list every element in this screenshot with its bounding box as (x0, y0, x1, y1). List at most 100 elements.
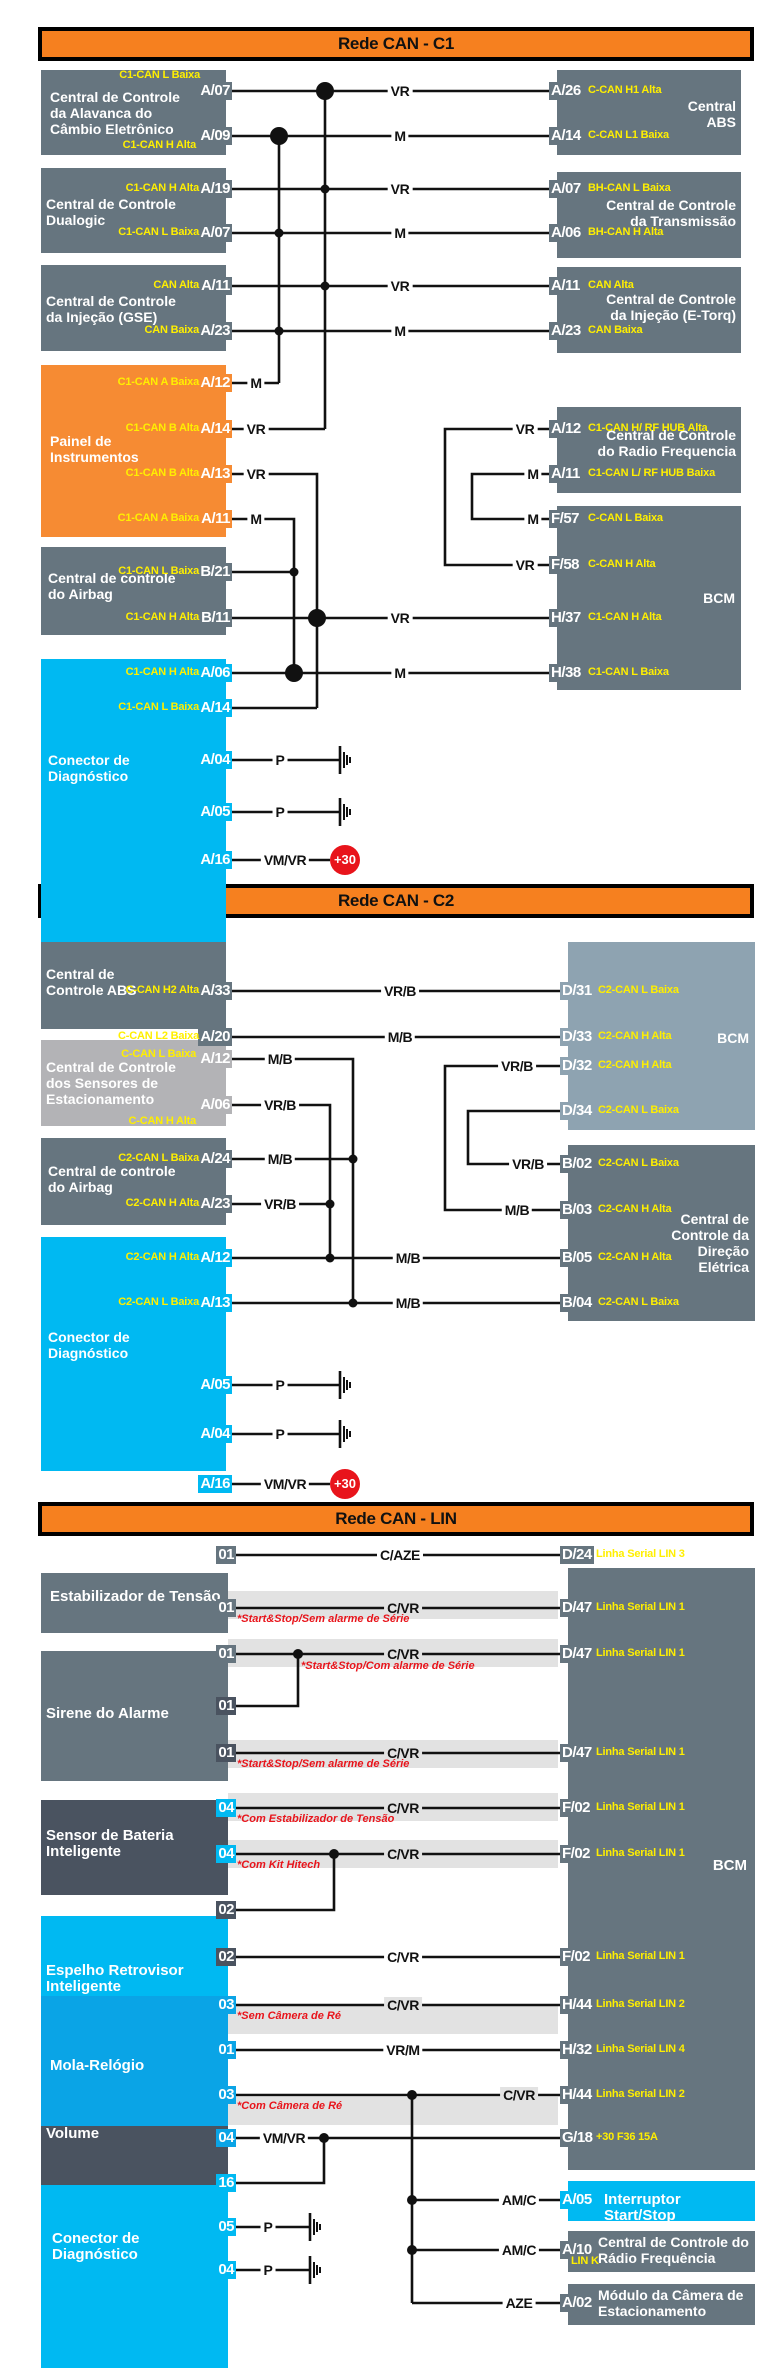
pin-label[interactable]: A/04 (198, 751, 232, 769)
pin-label[interactable]: D/47 (560, 1599, 594, 1617)
module-conector-diagnostico-c2[interactable]: Conector de Diagnóstico (41, 1237, 226, 1471)
pin-label[interactable]: A/07 (198, 224, 232, 242)
module-interruptor-start-stop[interactable]: Interruptor Start/Stop (568, 2181, 755, 2224)
module-abs-c1[interactable]: Central ABS (557, 70, 741, 155)
pin-label[interactable]: G/18 (560, 2129, 595, 2147)
pin-label[interactable]: B/03 (560, 1201, 594, 1219)
module-sensor-bateria[interactable]: Sensor de Bateria Inteligente (41, 1800, 228, 1895)
pin-label[interactable]: B/02 (560, 1155, 594, 1173)
module-bcm-c1[interactable]: BCM (557, 506, 741, 690)
pin-label[interactable]: F/02 (560, 1948, 593, 1966)
module-estabilizador-tensao[interactable]: Estabilizador de Tensão (41, 1573, 228, 1633)
pin-label[interactable]: D/31 (560, 982, 594, 1000)
module-airbag-c1[interactable]: Central de controle do Airbag (41, 547, 226, 635)
pin-label[interactable]: H/44 (560, 2086, 594, 2104)
pin-label[interactable]: A/19 (198, 180, 232, 198)
pin-label[interactable]: F/02 (560, 1845, 593, 1863)
pin-label[interactable]: A/12 (198, 1249, 232, 1267)
pin-label[interactable]: A/11 (199, 510, 232, 528)
pin-label[interactable]: D/32 (560, 1057, 594, 1075)
module-bcm-lin[interactable]: BCM (568, 1568, 755, 2170)
pin-label[interactable]: A/26 (549, 82, 583, 100)
pin-label[interactable]: A/13 (198, 465, 232, 483)
pin-label[interactable]: D/33 (560, 1028, 594, 1046)
pin-label[interactable]: A/06 (549, 224, 583, 242)
pin-label[interactable]: A/12 (198, 374, 232, 392)
pin-label[interactable]: D/47 (560, 1645, 594, 1663)
pin-label[interactable]: A/07 (549, 180, 583, 198)
pin-label[interactable]: B/21 (198, 563, 232, 581)
pin-label[interactable]: B/05 (560, 1249, 594, 1267)
pin-label[interactable]: 16 (216, 2174, 236, 2192)
pin-label[interactable]: A/07 (198, 82, 232, 100)
module-radio-frequencia-lin[interactable]: Central de Controle do Rádio Frequência (568, 2231, 755, 2272)
pin-label[interactable]: H/32 (560, 2041, 594, 2059)
pin-label[interactable]: A/09 (198, 127, 232, 145)
pin-label[interactable]: A/11 (549, 277, 582, 295)
pin-label[interactable]: F/02 (560, 1799, 593, 1817)
pin-label[interactable]: B/11 (199, 609, 232, 627)
pin-label[interactable]: A/06 (198, 1096, 232, 1114)
module-painel-instrumentos[interactable]: Painel de Instrumentos (41, 365, 226, 537)
pin-label[interactable]: A/24 (198, 1150, 232, 1168)
pin-label[interactable]: A/23 (198, 322, 232, 340)
module-airbag-c2[interactable]: Central de controle do Airbag (41, 1138, 226, 1225)
pin-label[interactable]: 04 (216, 2129, 236, 2147)
pin-label[interactable]: A/06 (198, 664, 232, 682)
pin-label[interactable]: 03 (216, 1996, 236, 2014)
pin-label[interactable]: A/16 (198, 1475, 232, 1493)
pin-label[interactable]: A/02 (560, 2294, 594, 2312)
module-sirene-alarme[interactable]: Sirene do Alarme (41, 1651, 228, 1781)
pin-label[interactable]: 04 (216, 1799, 236, 1817)
pin-label[interactable]: A/23 (198, 1195, 232, 1213)
pin-label[interactable]: 03 (216, 2086, 236, 2104)
pin-label[interactable]: 01 (216, 1546, 236, 1564)
pin-label[interactable]: D/47 (560, 1744, 594, 1762)
pin-label[interactable]: H/44 (560, 1996, 594, 2014)
pin-label[interactable]: A/05 (198, 803, 232, 821)
module-transmissao[interactable]: Central de Controle da Transmissão (557, 172, 741, 258)
pin-label[interactable]: F/58 (549, 556, 582, 574)
pin-label[interactable]: D/24 (560, 1546, 594, 1564)
module-injecao-gse[interactable]: Central de Controle da Injeção (GSE) (41, 265, 226, 351)
pin-label[interactable]: 02 (216, 1948, 236, 1966)
module-alavanca-cambio[interactable]: Central de Controle da Alavanca do Câmbi… (41, 70, 226, 155)
pin-label[interactable]: A/12 (198, 1050, 232, 1068)
module-camera-estacionamento[interactable]: Módulo da Câmera de Estacionamento (568, 2284, 755, 2325)
module-sensores-estacionamento[interactable]: Central de Controle dos Sensores de Esta… (41, 1040, 226, 1126)
module-dualogic[interactable]: Central de Controle Dualogic (41, 168, 226, 253)
pin-label[interactable]: A/23 (549, 322, 583, 340)
pin-label[interactable]: F/57 (549, 510, 582, 528)
pin-label[interactable]: A/20 (198, 1028, 232, 1046)
pin-label[interactable]: 01 (216, 2041, 236, 2059)
module-mola-relogio[interactable]: Mola-Relógio (41, 1996, 228, 2126)
pin-label[interactable]: A/10 (560, 2241, 594, 2259)
pin-label[interactable]: 01 (216, 1599, 236, 1617)
pin-label[interactable]: A/11 (199, 277, 232, 295)
pin-label[interactable]: A/14 (198, 699, 232, 717)
module-bcm-c2[interactable]: BCM (568, 942, 755, 1130)
pin-label[interactable]: A/14 (549, 127, 583, 145)
pin-label[interactable]: 01 (216, 1697, 236, 1715)
pin-label[interactable]: 02 (216, 1901, 236, 1919)
pin-label[interactable]: A/05 (198, 1376, 232, 1394)
pin-label[interactable]: A/12 (549, 420, 583, 438)
pin-label[interactable]: 04 (216, 1845, 236, 1863)
module-direcao-eletrica[interactable]: Central de Controle da Direção Elétrica (568, 1145, 755, 1321)
pin-label[interactable]: 01 (216, 1645, 236, 1663)
pin-label[interactable]: H/38 (549, 664, 583, 682)
pin-label[interactable]: 01 (216, 1744, 236, 1762)
pin-label[interactable]: A/11 (549, 465, 582, 483)
pin-label[interactable]: 05 (216, 2218, 236, 2236)
pin-label[interactable]: A/16 (198, 851, 232, 869)
module-injecao-etorq[interactable]: Central de Controle da Injeção (E-Torq) (557, 267, 741, 353)
pin-label[interactable]: A/14 (198, 420, 232, 438)
pin-label[interactable]: A/33 (198, 982, 232, 1000)
pin-label[interactable]: H/37 (549, 609, 583, 627)
module-radio-frequencia-c1[interactable]: Central de Controle do Radio Frequencia (557, 407, 741, 493)
pin-label[interactable]: 04 (216, 2261, 236, 2279)
pin-label[interactable]: A/13 (198, 1294, 232, 1312)
pin-label[interactable]: B/04 (560, 1294, 594, 1312)
module-conector-diagnostico-lin[interactable]: Conector de Diagnóstico (41, 2185, 228, 2368)
module-abs-c2[interactable]: Central de Controle ABS (41, 942, 226, 1029)
